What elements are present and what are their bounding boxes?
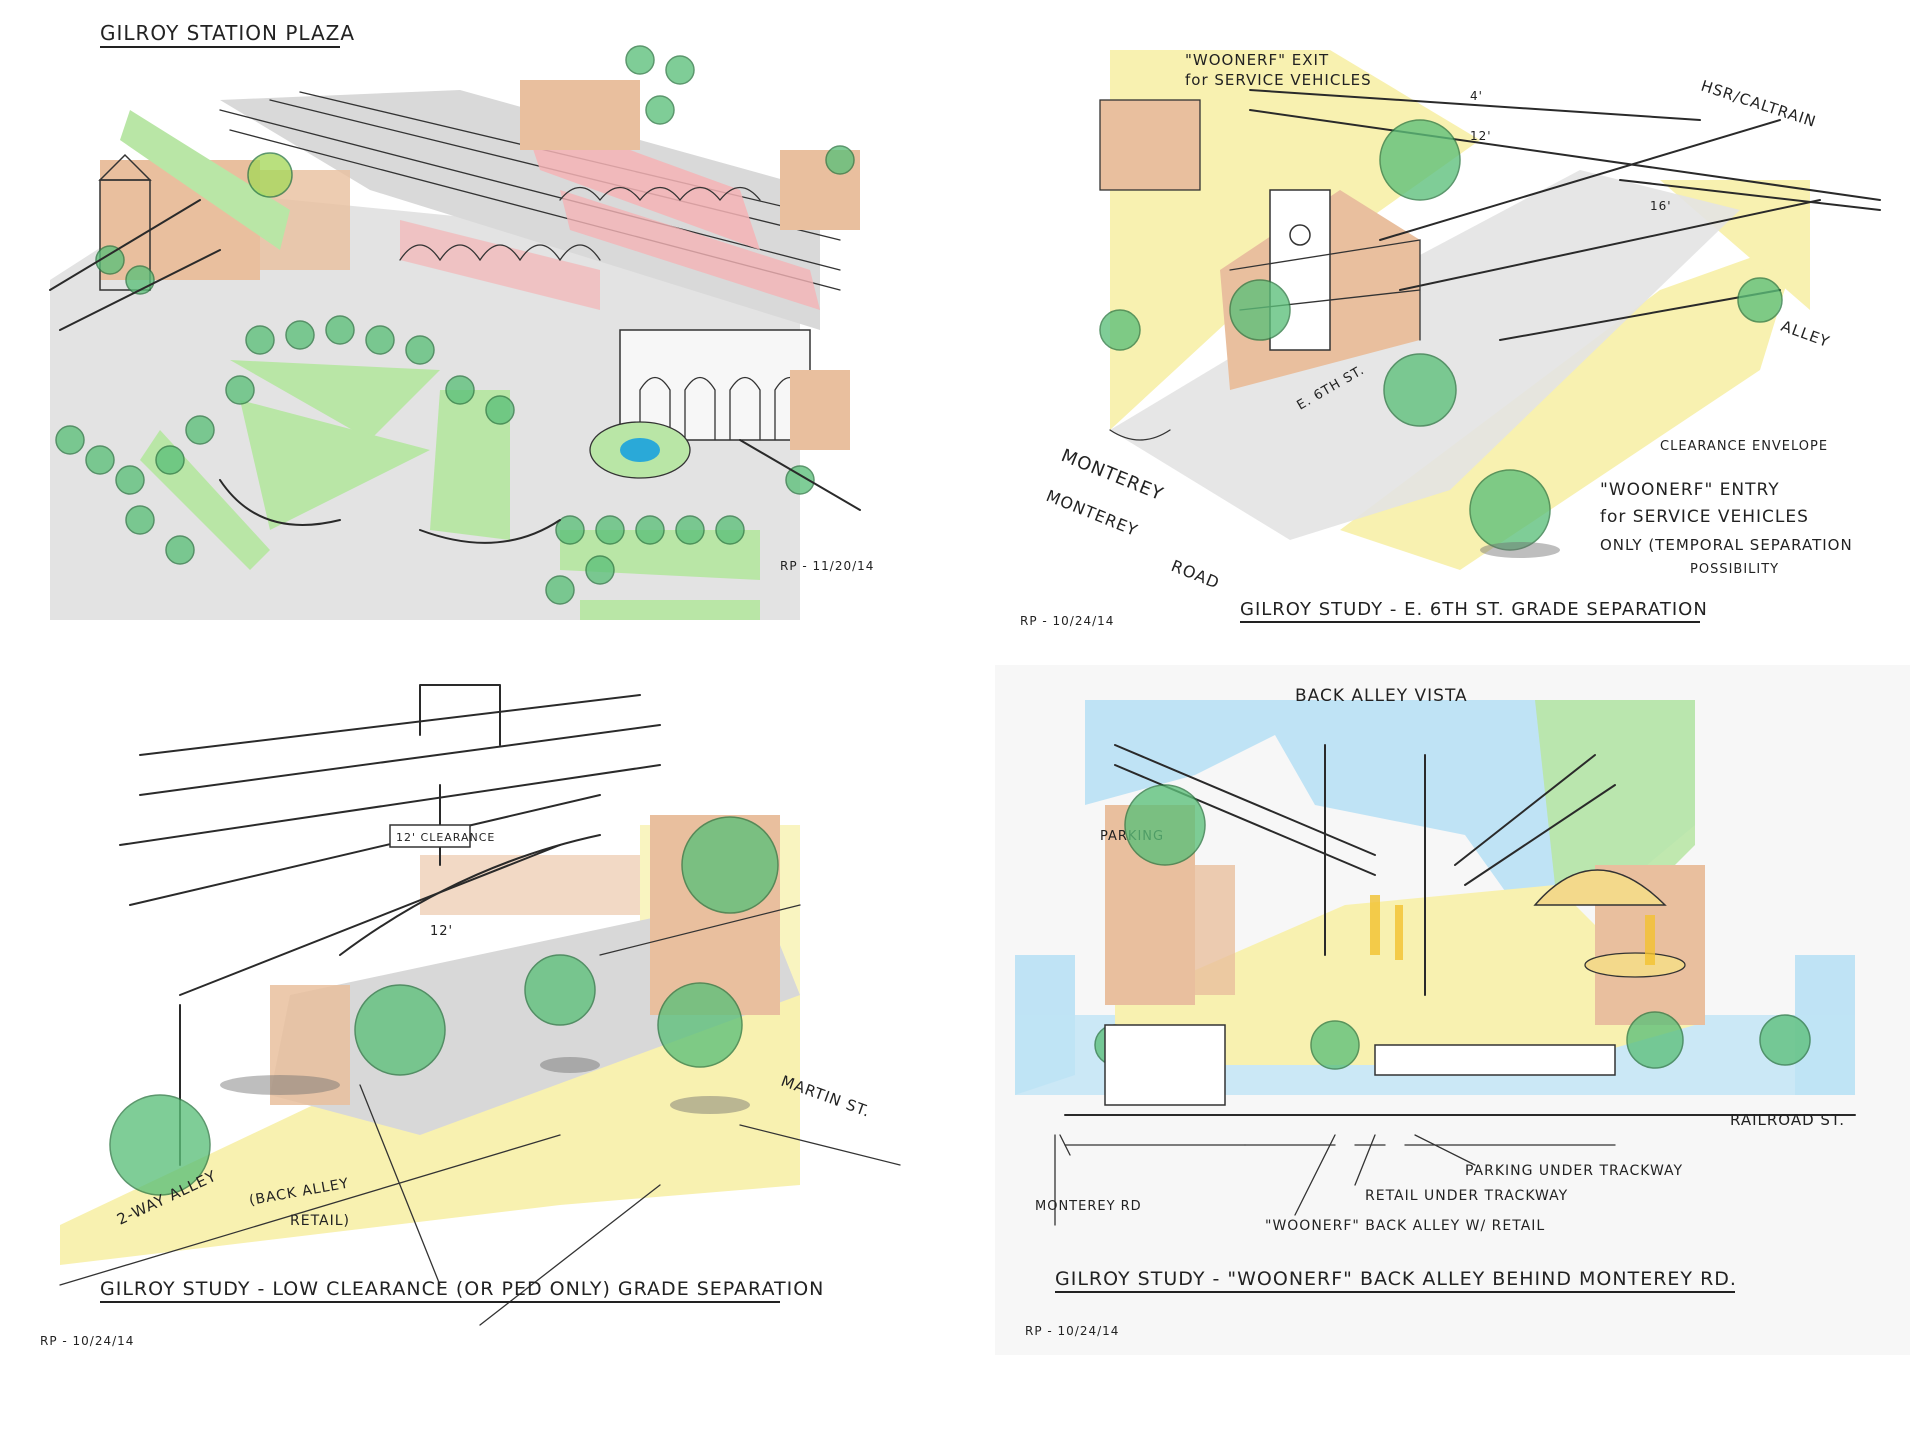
canopy-table — [1584, 952, 1686, 978]
overpass-lines — [1249, 89, 1881, 341]
paving-yellow-2 — [1340, 240, 1800, 570]
label-road: ROAD — [1169, 556, 1223, 593]
label-woonerf-entry-3: ONLY (TEMPORAL SEPARATION — [1600, 536, 1853, 554]
back-alley-sketch: PARKING — [995, 665, 1910, 1355]
clock-tower — [99, 179, 151, 291]
canopy-roof-3 — [400, 220, 600, 310]
label-dim-12: 12' — [1470, 129, 1492, 143]
street-lines — [59, 904, 901, 1326]
panel-title: GILROY STUDY - "WOONERF" BACK ALLEY BEHI… — [1055, 1268, 1737, 1290]
label-monterey-rd: MONTEREY RD — [1035, 1199, 1142, 1214]
canopy-arches — [399, 186, 761, 262]
label-vista: BACK ALLEY VISTA — [1295, 686, 1468, 706]
alley-paving — [1115, 885, 1695, 1065]
label-retail-under: RETAIL UNDER TRACKWAY — [1365, 1188, 1568, 1204]
clock-face — [1289, 224, 1311, 246]
lawn-6 — [580, 600, 760, 620]
clearance-sign-text: 12' CLEARANCE — [396, 831, 495, 844]
panel-low-clearance: 12' CLEARANCE 12' MARTIN ST. 2-WAY ALLEY… — [40, 665, 940, 1355]
alley-trees — [109, 816, 779, 1196]
trackway-lines — [1064, 744, 1856, 1116]
building-tan-1 — [1100, 100, 1200, 190]
alley-trees — [1094, 784, 1811, 1070]
label-back-alley-sub: RETAIL) — [290, 1213, 350, 1229]
signature: RP - 10/24/14 — [1020, 614, 1114, 628]
label-dim-4: 4' — [1470, 89, 1483, 103]
tree-shadow-2 — [540, 1057, 600, 1073]
label-railroad: RAILROAD ST. — [1730, 1111, 1845, 1129]
canopy-dome — [1533, 869, 1667, 906]
lawn-2 — [240, 400, 430, 530]
label-hsr: HSR/CALTRAIN — [1699, 77, 1819, 131]
lawn-3 — [430, 390, 510, 540]
lawn-1 — [230, 360, 440, 440]
plaza-trees — [55, 45, 855, 605]
building-east — [790, 370, 850, 450]
building-north — [520, 80, 640, 150]
station-plaza-sketch: GILROY STATION PLAZA RP - 11/20/14 — [49, 21, 874, 620]
panel-station-plaza: GILROY STATION PLAZA RP - 11/20/14 — [40, 10, 940, 620]
label-woonerf-entry-2: for SERVICE VEHICLES — [1600, 507, 1809, 527]
panel-sixth-st: "WOONERF" EXIT for SERVICE VEHICLES HSR/… — [1000, 10, 1910, 640]
lawn-north — [120, 110, 290, 250]
label-woonerf-entry: "WOONERF" ENTRY — [1600, 480, 1780, 500]
panel-title: GILROY STUDY - LOW CLEARANCE (OR PED ONL… — [100, 1278, 824, 1300]
building-left-2 — [1155, 865, 1235, 995]
building-tan-west — [270, 985, 350, 1105]
dimension-lines — [1054, 1134, 1616, 1226]
rail-corridor — [220, 90, 820, 330]
label-woonerf-exit: "WOONERF" EXIT — [1185, 51, 1329, 69]
signature: RP - 10/24/14 — [40, 1334, 134, 1348]
tree-shadow-1 — [220, 1075, 340, 1095]
tree-shadow — [1480, 542, 1560, 558]
sculptures — [1370, 895, 1655, 965]
label-alley: ALLEY — [1779, 317, 1833, 351]
front-building — [1104, 1024, 1226, 1106]
label-parking-under: PARKING UNDER TRACKWAY — [1465, 1163, 1683, 1179]
canopy-roof-2 — [560, 190, 820, 310]
street-trees — [1099, 119, 1783, 551]
label-monterey-2: MONTEREY — [1044, 486, 1141, 540]
street-edges — [49, 199, 861, 544]
label-woonerf-alley: "WOONERF" BACK ALLEY W/ RETAIL — [1265, 1218, 1545, 1234]
label-woonerf-exit-sub: for SERVICE VEHICLES — [1185, 71, 1372, 89]
hillside — [1535, 700, 1695, 905]
panel-title: GILROY STATION PLAZA — [100, 21, 355, 45]
plaza-paving — [50, 190, 800, 620]
panel-back-alley: PARKING — [995, 665, 1910, 1355]
signature: RP - 10/24/14 — [1025, 1324, 1119, 1338]
low-clearance-sketch: 12' CLEARANCE 12' MARTIN ST. 2-WAY ALLEY… — [40, 684, 901, 1348]
label-woonerf-entry-4: POSSIBILITY — [1690, 562, 1779, 577]
label-dim-16: 16' — [1650, 199, 1672, 213]
fountain-water — [620, 438, 660, 462]
front-low-building — [1374, 1044, 1616, 1076]
label-clearance: CLEARANCE ENVELOPE — [1660, 439, 1828, 454]
clearance-sign — [389, 824, 471, 848]
sixth-st-sketch: "WOONERF" EXIT for SERVICE VEHICLES HSR/… — [1020, 50, 1881, 628]
signature: RP - 11/20/14 — [780, 559, 874, 573]
panel-title: GILROY STUDY - E. 6TH ST. GRADE SEPARATI… — [1240, 599, 1708, 620]
label-dim-12: 12' — [430, 924, 453, 939]
tree-shadow-3 — [670, 1096, 750, 1114]
